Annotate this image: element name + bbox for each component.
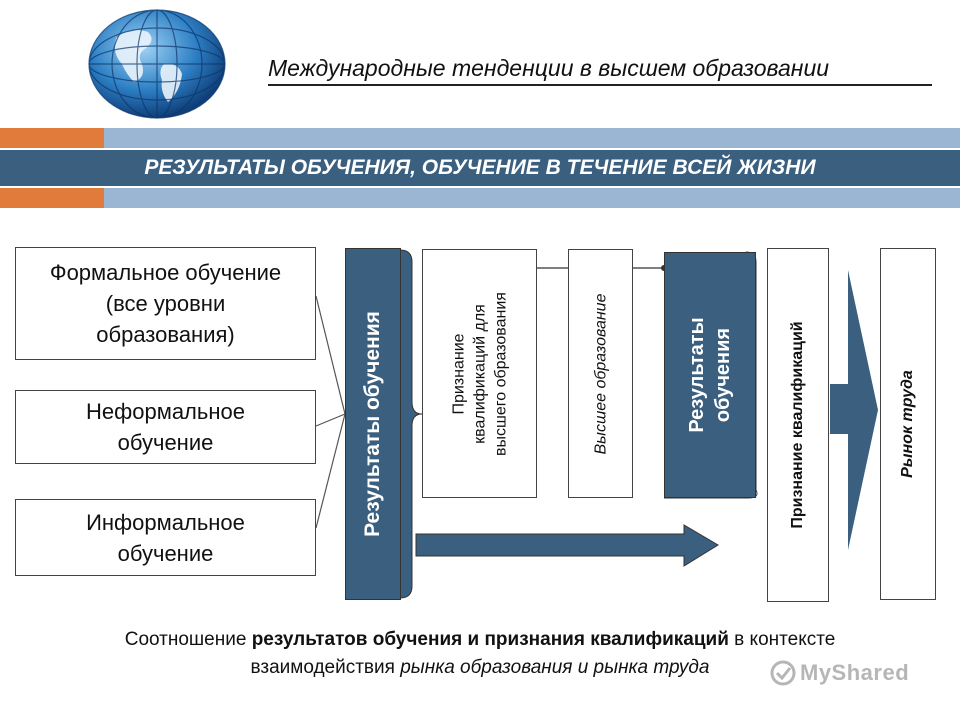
caption-text: Соотношение xyxy=(124,629,252,650)
qualification-recognition-label: Признание квалификаций xyxy=(789,321,806,529)
watermark: MyShared xyxy=(770,660,909,686)
caption-text: в контексте xyxy=(728,629,836,650)
labour-market-arrow xyxy=(830,270,878,550)
hei-recognition-label: Признание квалификаций для высшего образ… xyxy=(450,291,509,456)
caption-line-1: Соотношение результатов обучения и призн… xyxy=(0,628,960,652)
caption-emphasis: результатов обучения и признания квалифи… xyxy=(251,629,729,650)
caption-italic: рынка образования и рынка труда xyxy=(400,657,710,678)
nonformal-learning-box: Неформальное обучение xyxy=(15,390,316,464)
learning-outcomes-label-2: Результаты обучения xyxy=(686,317,734,433)
banner-title: РЕЗУЛЬТАТЫ ОБУЧЕНИЯ, ОБУЧЕНИЕ В ТЕЧЕНИЕ … xyxy=(144,156,816,179)
globe-icon xyxy=(88,9,226,119)
caption-text: взаимодействия xyxy=(250,657,401,678)
higher-education-label: Высшее образование xyxy=(592,293,609,454)
informal-learning-box: Информальное обучение xyxy=(15,499,316,576)
banner-title-bar xyxy=(0,148,960,188)
slide-subtitle: Международные тенденции в высшем образов… xyxy=(268,54,932,86)
formal-learning-box: Формальное обучение (все уровни образова… xyxy=(15,247,316,360)
labour-market-box: Рынок труда xyxy=(880,248,936,600)
learning-outcomes-box-2: Результаты обучения xyxy=(664,252,756,498)
learning-outcomes-label: Результаты обучения xyxy=(361,311,384,537)
qualification-recognition-box: Признание квалификаций xyxy=(767,248,829,602)
bottom-arrow xyxy=(415,524,719,567)
watermark-text: MyShared xyxy=(800,660,910,685)
labour-market-label: Рынок труда xyxy=(899,370,916,478)
caption-line-2: взаимодействия рынка образования и рынка… xyxy=(0,656,960,680)
converging-lines xyxy=(315,295,346,529)
higher-education-box: Высшее образование xyxy=(568,249,633,498)
hei-recognition-box: Признание квалификаций для высшего образ… xyxy=(422,249,537,498)
myshared-logo-icon xyxy=(770,660,796,686)
learning-outcomes-column: Результаты обучения xyxy=(345,248,401,600)
